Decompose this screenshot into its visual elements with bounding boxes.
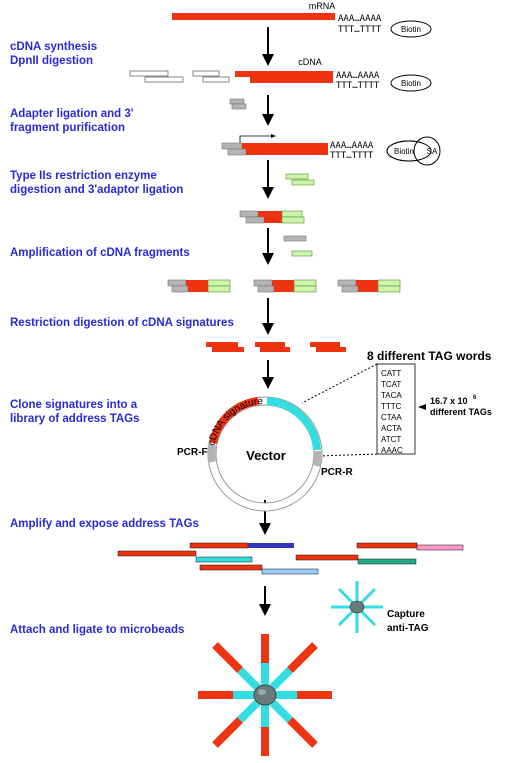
mrna-label: mRNA	[309, 1, 336, 11]
tag-word: TTTC	[381, 402, 402, 411]
svg-text:TTT…TTTT: TTT…TTTT	[330, 151, 374, 161]
tag-count-exp: 6	[473, 395, 477, 401]
capture-label-2: anti-TAG	[387, 623, 429, 634]
tag-word: ATCT	[381, 435, 401, 444]
tag-words-title: 8 different TAG words	[367, 349, 492, 363]
exposed-tag-fragments	[117, 542, 464, 575]
tag-words-panel: 8 different TAG words CATT TCAT TACA TTT…	[301, 349, 492, 457]
biotin-label: Biotin	[401, 25, 421, 34]
vector-label: Vector	[246, 448, 286, 463]
sa-label: SA	[427, 147, 438, 156]
biotin-marker	[390, 20, 432, 38]
vector-plasmid: cDNA signature Vector PCR-F PCR-R	[177, 396, 353, 512]
svg-text:Biotin: Biotin	[401, 79, 421, 88]
ligated-fragment-row: AAA…AAAA TTT…TTTT Biotin SA	[221, 134, 441, 166]
tag-word: TACA	[381, 391, 402, 400]
cdna-signatures	[206, 342, 346, 352]
cdna-label: cDNA	[298, 57, 322, 67]
pcr-primers	[283, 235, 313, 257]
poly-a-label: AAA…AAAA	[338, 14, 382, 24]
poly-t-label: TTT…TTTT	[338, 25, 382, 35]
step-amplification: Amplification of cDNA fragments	[10, 247, 190, 259]
svg-text:Biotin: Biotin	[394, 147, 414, 156]
adapter-pieces	[229, 98, 247, 110]
tag-count-line2: different TAGs	[430, 407, 492, 417]
capture-anti-tag-bead: Capture anti-TAG	[331, 581, 429, 634]
step-adapter-ligation: Adapter ligation and 3'fragment purifica…	[10, 108, 134, 134]
tagged-fragment	[239, 210, 305, 224]
three-prime-adaptor	[285, 173, 315, 186]
step-amplify-expose-tags: Amplify and expose address TAGs	[10, 518, 199, 530]
sa-marker	[413, 136, 441, 166]
step-cdna-synthesis: cDNA synthesis DpnII digestion	[10, 41, 98, 67]
cdna-digestion-row: cDNA AAA…AAAA TTT…TTTT Biotin	[129, 57, 432, 92]
amplified-fragments	[167, 279, 401, 293]
step-attach-microbeads: Attach and ligate to microbeads	[10, 624, 185, 636]
cdna-signature-label: cDNA signature	[206, 396, 263, 447]
pcr-r-label: PCR-R	[321, 467, 353, 478]
capture-label-1: Capture	[387, 609, 425, 620]
tag-word: CTAA	[381, 413, 402, 422]
svg-text:TTT…TTTT: TTT…TTTT	[336, 81, 380, 91]
tag-word: AAAC	[381, 446, 403, 455]
mrna-strand: mRNA AAA…AAAA TTT…TTTT Biotin	[172, 1, 432, 38]
process-arrows	[259, 27, 274, 616]
svg-text:AAA…AAAA: AAA…AAAA	[330, 141, 374, 151]
pcr-f-label: PCR-F	[177, 447, 208, 458]
tag-count: 16.7 x 10	[430, 396, 468, 406]
step-restriction-digestion: Restriction digestion of cDNA signatures	[10, 317, 234, 329]
tag-word: ACTA	[381, 424, 402, 433]
tag-word: TCAT	[381, 380, 401, 389]
microbead-with-tags	[198, 634, 332, 756]
tag-word: CATT	[381, 369, 401, 378]
svg-text:AAA…AAAA: AAA…AAAA	[336, 71, 380, 81]
